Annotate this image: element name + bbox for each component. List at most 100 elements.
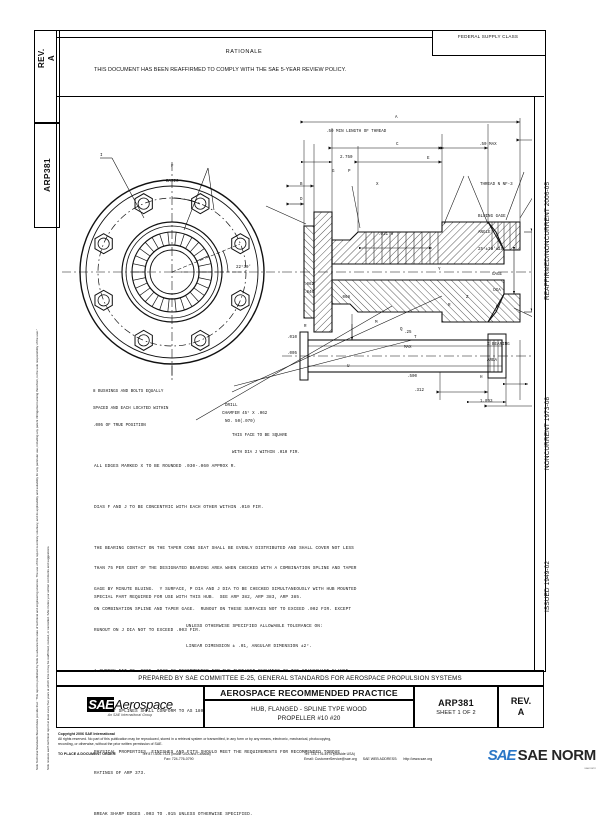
prepared-by-bar: PREPARED BY SAE COMMITTEE E-25, GENERAL … xyxy=(56,670,544,686)
federal-supply-class-label: FEDERAL SUPPLY CLASS xyxy=(457,34,519,39)
bluing-line1: BLUING GAGE xyxy=(478,214,506,219)
dim-h: H xyxy=(480,376,483,380)
radius-010-line2: .005 xyxy=(287,352,298,357)
document-number-cell: ARP381 SHEET 1 OF 2 xyxy=(414,686,498,728)
drill-line1: DRILL xyxy=(225,403,238,408)
dim-q: Q xyxy=(400,328,403,332)
footer-copyright-block: Copyright 2006 SAE International All rig… xyxy=(58,732,548,746)
dim-m: M xyxy=(375,321,378,325)
callout-max-note: .25 MAX xyxy=(404,320,414,362)
dim-e: E xyxy=(427,157,430,161)
square-note-line1: THIS FACE TO BE SQUARE xyxy=(232,434,288,439)
footer-web-label: SAE WEB ADDRESS: xyxy=(362,756,398,761)
drawing-border xyxy=(56,30,546,672)
callout-f-basic-line1: F xyxy=(171,164,174,169)
max-note-line1: .25 xyxy=(404,330,412,335)
gage-dia-line1: GAGE xyxy=(492,272,503,277)
footer-tel-intl: Tel: 724-776-4970 (outside USA) xyxy=(304,752,355,756)
bearing-area-line2: AREA xyxy=(487,359,498,364)
bearing-area-line1: X BEARING xyxy=(487,342,510,347)
dim-500: .500 xyxy=(407,375,418,379)
note-line: DIAS F AND J TO BE CONCENTRIC WITH EACH … xyxy=(94,504,264,510)
federal-supply-class-box xyxy=(432,30,546,56)
callout-bluing-gage: BLUING GAGE ANGLE 25°±30'±15' xyxy=(478,204,506,264)
dim-2750: 2.750 xyxy=(340,156,353,160)
revision-stamp-value: A xyxy=(47,54,57,61)
dim-fifty-max: .50 MAX xyxy=(479,143,497,147)
dim-g: G xyxy=(332,170,335,174)
callout-thread-spec: THREAD N NF-3 xyxy=(480,183,513,187)
document-number-text: ARP381 xyxy=(438,698,474,708)
bluing-line2: ANGLE xyxy=(478,231,491,236)
callout-angle-22-30: 22°30' xyxy=(236,266,252,270)
bluing-line3: 25°±30'±15' xyxy=(478,247,506,252)
note-line: ALL EDGES MARKED X TO BE ROUNDED .030-.0… xyxy=(94,463,237,469)
drawing-sheet: SAE Technical Standards Board Rules prov… xyxy=(34,30,597,817)
square-note-line2: WITH DIA J WITHIN .010 FIR. xyxy=(232,451,300,456)
gage-dia-line3: O xyxy=(495,305,499,310)
footer-order-block: TO PLACE A DOCUMENT ORDER: Tel: 877-606-… xyxy=(58,752,548,761)
dim-031-r: .031 R xyxy=(378,233,394,237)
note-line xyxy=(94,484,357,491)
engineering-drawing xyxy=(62,118,532,421)
revision-stamp-label: REV. xyxy=(37,47,47,68)
document-title-line1: HUB, FLANGED - SPLINE TYPE WOOD xyxy=(251,705,367,713)
dim-040: .040 xyxy=(304,291,315,295)
watermark-subtext: saenorm xyxy=(584,766,596,770)
footer-order-label: TO PLACE A DOCUMENT ORDER: xyxy=(58,752,117,756)
note-line: THAN 75 PER CENT OF THE DESIGNATED BEARI… xyxy=(94,566,357,572)
rationale-text: THIS DOCUMENT HAS BEEN REAFFIRMED TO COM… xyxy=(94,67,347,73)
radius-010-line1: .010 xyxy=(287,335,298,340)
callout-letter-i: I xyxy=(100,154,103,158)
note-line: RATINGS OF ARP 373. xyxy=(94,770,146,776)
sae-logo-cell: SAE Aerospace An SAE International Group xyxy=(56,686,204,728)
footer-rights-line1: All rights reserved. No part of this pub… xyxy=(58,736,332,741)
callout-chamfer: CHAMFER 45° X .062 xyxy=(222,412,268,416)
footer-tel-us: Tel: 877-606-7323 (inside USA and Canada… xyxy=(142,752,211,756)
watermark-text: SAE NORM xyxy=(517,747,597,764)
rationale-divider-top xyxy=(56,37,432,39)
note-line xyxy=(94,791,357,798)
callout-face-square: THIS FACE TO BE SQUARE WITH DIA J WITHIN… xyxy=(232,423,300,468)
dim-a: A xyxy=(395,116,398,120)
dim-p: P xyxy=(348,170,351,174)
dim-t: T xyxy=(414,336,417,340)
prepared-by-text: PREPARED BY SAE COMMITTEE E-25, GENERAL … xyxy=(138,674,462,682)
status-stamp-noncurrent: NONCURRENT 1973-08 xyxy=(544,396,551,470)
bushing-note-line1: 8 BUSHINGS AND BOLTS EQUALLY xyxy=(93,390,164,395)
dim-r: R xyxy=(448,304,451,308)
max-note-line2: MAX xyxy=(404,346,412,351)
note-line: GAGE BY MINUTE BLUING. Y SURFACE, P DIA … xyxy=(94,586,357,592)
note-line: ON COMBINATION SPLINE AND TAPER GAGE. RU… xyxy=(94,607,352,613)
footer-rights-line2: recording, or otherwise, without the pri… xyxy=(58,741,163,746)
dim-062: .062 xyxy=(304,283,315,287)
standard-number-stamp-box: ARP381 xyxy=(34,122,60,228)
callout-bushing-note: 8 BUSHINGS AND BOLTS EQUALLY SPACED AND … xyxy=(93,379,168,441)
tolerance-note: UNLESS OTHERWISE SPECIFIED ALLOWABLE TOL… xyxy=(186,610,323,665)
dim-d: D xyxy=(300,198,303,202)
footer-web-url[interactable]: http://www.sae.org xyxy=(403,756,433,761)
revision-stamp-box: REV. A xyxy=(34,30,60,124)
dim-068: .068 xyxy=(340,296,351,300)
gage-dia-line2: DIA xyxy=(493,289,501,294)
dim-thread-length: .50 MIN LENGTH OF THREAD xyxy=(326,130,387,134)
bushing-note-line3: .005 OF TRUE POSITION xyxy=(93,424,146,429)
tolerance-note-line1: UNLESS OTHERWISE SPECIFIED ALLOWABLE TOL… xyxy=(186,623,323,629)
dim-1093: 1.093 xyxy=(480,400,493,404)
left-margin-disclaimer-para1: SAE Technical Standards Board Rules prov… xyxy=(35,329,39,770)
document-type-text: AEROSPACE RECOMMENDED PRACTICE xyxy=(220,688,398,698)
callout-f-basic: F BASIC xyxy=(166,154,179,196)
callout-f-basic-line2: BASIC xyxy=(166,180,179,185)
document-sheet-text: SHEET 1 OF 2 xyxy=(436,710,476,716)
footer-email[interactable]: Email: CustomerService@sae.org xyxy=(304,756,357,761)
note-line: A SHRINK FIT OF .0005-.0020 IS RECOMMEND… xyxy=(94,668,352,674)
watermark-sae-mark: SAE xyxy=(487,747,517,764)
callout-gage-dia: GAGE DIA O xyxy=(492,262,502,322)
left-margin-disclaimer-para2: SAE reviews each technical report at lea… xyxy=(46,545,50,770)
sae-logo-tagline: An SAE International Group xyxy=(107,713,153,717)
document-type-cell: AEROSPACE RECOMMENDED PRACTICE xyxy=(204,686,414,700)
note-line: BREAK SHARP EDGES .003 TO .015 UNLESS OT… xyxy=(94,811,253,817)
revision-cell-value: A xyxy=(517,707,525,717)
footer-copyright: Copyright 2006 SAE International xyxy=(58,732,115,736)
sae-aerospace-logo: SAE Aerospace An SAE International Group xyxy=(87,697,173,717)
